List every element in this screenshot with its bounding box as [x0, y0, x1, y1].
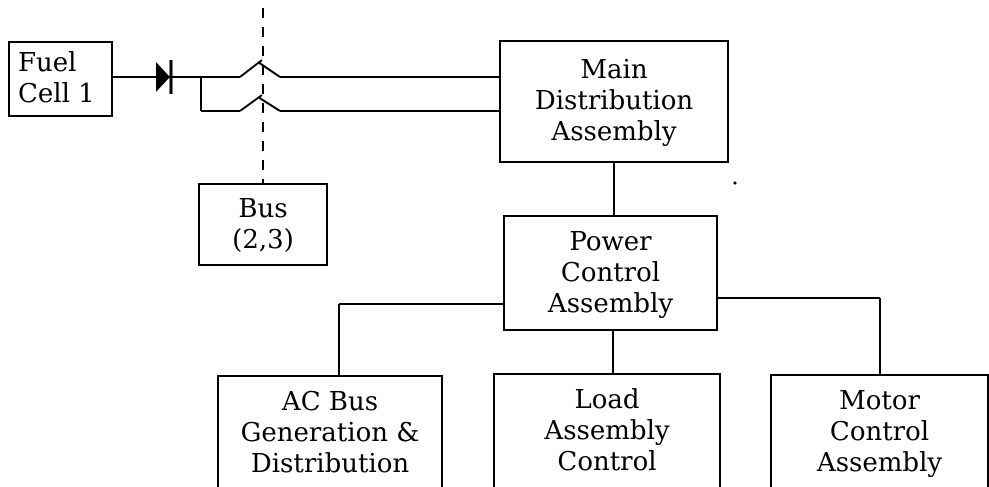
power-control-label-line1: Power	[569, 226, 652, 257]
bus-label-line1: Bus	[238, 193, 288, 224]
motor-control-label-line2: Control	[829, 417, 930, 447]
main-distribution-label-line2: Distribution	[534, 86, 694, 116]
fuel-cell-label-line2: Cell 1	[18, 79, 95, 109]
motor-control-label-line1: Motor	[839, 386, 920, 416]
motor-control-label-line3: Assembly	[816, 448, 943, 478]
ac-bus-generation-distribution-box: AC Bus Generation & Distribution	[217, 375, 443, 487]
diode-icon	[156, 60, 173, 94]
main-distribution-label-line3: Assembly	[551, 117, 677, 147]
load-assembly-label-line1: Load	[574, 385, 640, 415]
ac-bus-label-line1: AC Bus	[281, 387, 379, 417]
power-control-label-line3: Assembly	[547, 288, 674, 319]
power-control-assembly-box: Power Control Assembly	[503, 215, 718, 331]
bus-box: Bus (2,3)	[198, 183, 328, 266]
ac-bus-label-line3: Distribution	[250, 449, 410, 479]
bus-label-line2: (2,3)	[232, 224, 294, 255]
load-assembly-control-box: Load Assembly Control	[493, 373, 721, 487]
stray-mark	[733, 181, 737, 185]
load-assembly-label-line3: Control	[557, 447, 657, 477]
load-assembly-label-line2: Assembly	[544, 416, 670, 446]
ac-bus-label-line2: Generation &	[240, 418, 420, 448]
fuel-cell-box: Fuel Cell 1	[8, 41, 113, 117]
motor-control-assembly-box: Motor Control Assembly	[770, 374, 989, 487]
main-distribution-assembly-box: Main Distribution Assembly	[499, 40, 729, 163]
main-distribution-label-line1: Main	[580, 55, 648, 85]
power-control-label-line2: Control	[560, 257, 661, 288]
fuel-cell-label-line1: Fuel	[18, 48, 77, 78]
